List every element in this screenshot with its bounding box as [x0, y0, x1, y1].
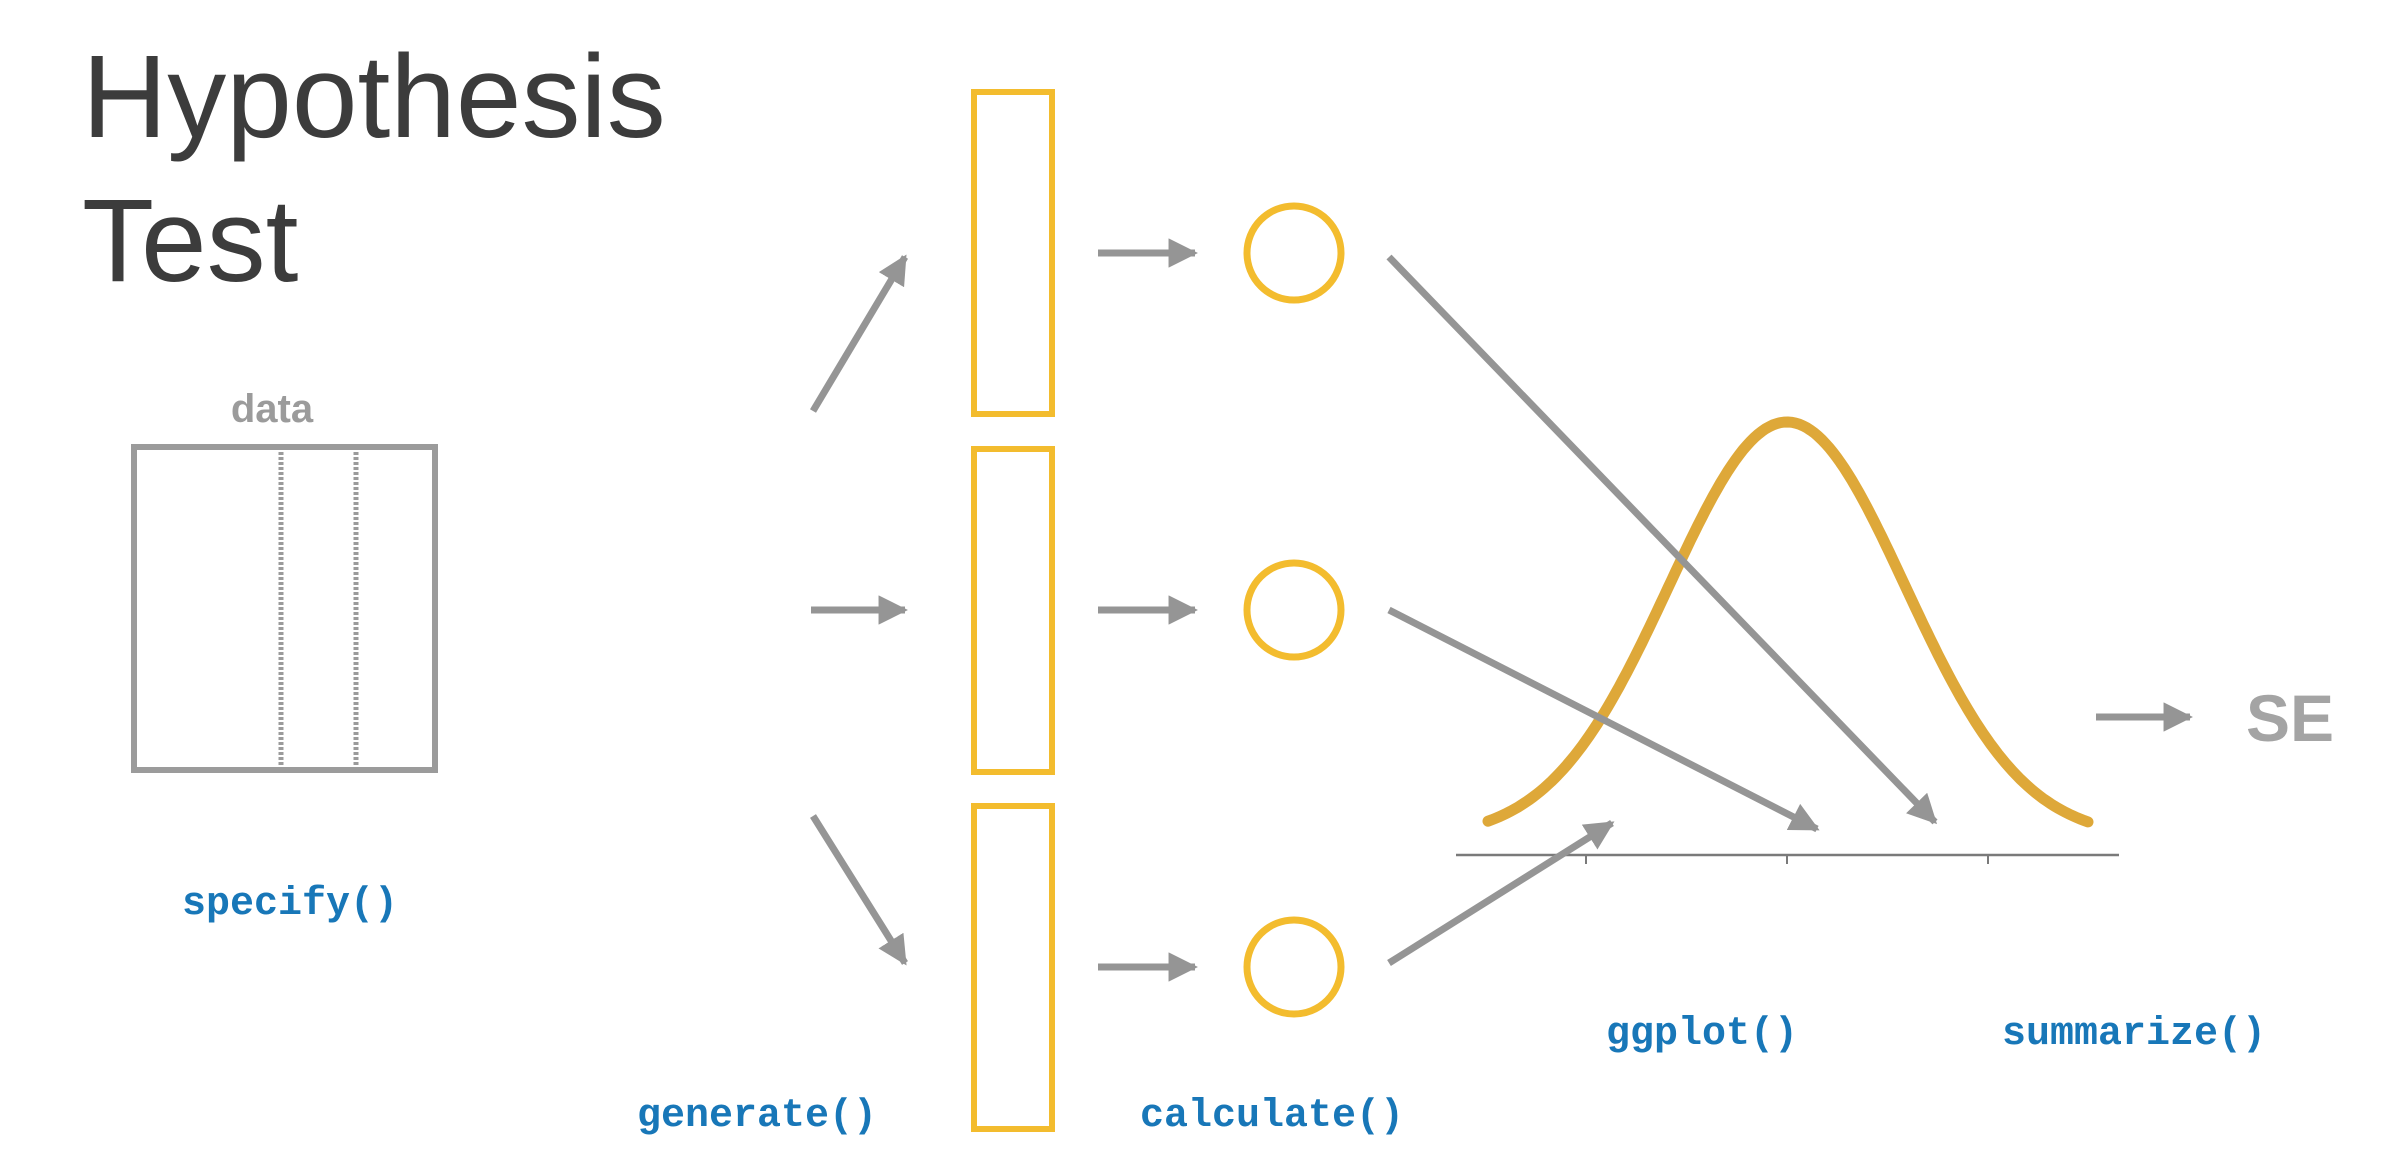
- ggplot-function-label: ggplot(): [1606, 1012, 1798, 1057]
- specify-function-label: specify(): [182, 882, 398, 927]
- arrow-statistic-1-to-distribution: [1386, 254, 1938, 825]
- arrow-to-sample-3: [810, 814, 908, 966]
- statistic-1: [1243, 202, 1345, 304]
- calculate-function-label: calculate(): [1140, 1094, 1404, 1139]
- summarize-function-label: summarize(): [2002, 1012, 2266, 1057]
- se-output-label: SE: [2246, 681, 2334, 755]
- distribution-curve: [1482, 416, 2094, 828]
- data-table: [131, 444, 438, 773]
- title-line-1: Hypothesis: [82, 31, 666, 163]
- data-table-outline: [131, 444, 438, 773]
- title-line-2: Test: [82, 175, 298, 307]
- resample-1: [971, 89, 1055, 417]
- data-label: data: [231, 387, 314, 431]
- generate-function-label: generate(): [637, 1094, 877, 1139]
- null-distribution-plot: [1456, 416, 2119, 864]
- arrow-statistic-2-to-distribution: [1387, 606, 1820, 833]
- arrow-statistic-3-to-distribution: [1387, 820, 1615, 966]
- resample-2: [971, 446, 1055, 775]
- statistic-3: [1243, 916, 1345, 1018]
- arrow-to-sample-1: [809, 254, 909, 413]
- statistic-2: [1243, 559, 1345, 661]
- resample-3: [971, 803, 1055, 1132]
